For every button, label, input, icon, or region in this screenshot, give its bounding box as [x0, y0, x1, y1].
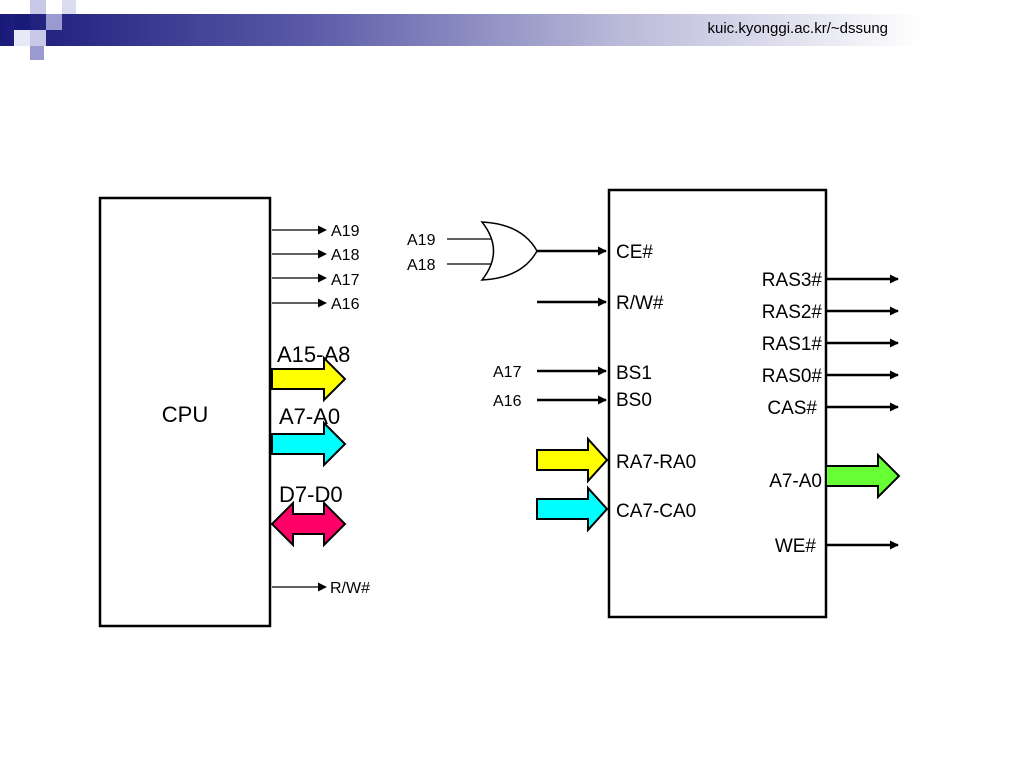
cpu-line-label: A18: [331, 247, 360, 264]
controller-box: [607, 188, 828, 619]
bs-input-label: A17: [493, 364, 522, 381]
logo-square: [30, 46, 44, 60]
bs-input-label: A16: [493, 393, 522, 410]
pin-label-ras1: RAS1#: [762, 334, 823, 355]
pin-label-ras0: RAS0#: [762, 366, 823, 387]
pin-label-ras3: RAS3#: [762, 270, 823, 291]
bus-label-d7-d0: D7-D0: [279, 482, 343, 507]
logo-square: [30, 30, 46, 46]
gate-input-label: A18: [407, 257, 436, 274]
cpu-line-label: A17: [331, 272, 360, 289]
gate-input-label: A19: [407, 232, 436, 249]
logo-square: [14, 14, 30, 30]
pin-label-we: WE#: [775, 536, 817, 557]
a-output-bus-arrow: [825, 452, 901, 500]
logo-square: [62, 0, 76, 14]
pin-label-ca: CA7-CA0: [616, 501, 696, 522]
logo-square: [30, 0, 46, 14]
cpu-label: CPU: [162, 402, 208, 427]
pin-label-rw: R/W#: [616, 293, 664, 314]
bus-arrow-a15-a8: [271, 355, 347, 403]
logo-square: [14, 30, 30, 46]
cpu-box: [98, 196, 272, 628]
pin-label-bs1: BS1: [616, 363, 652, 384]
cpu-line-label: A19: [331, 223, 360, 240]
pin-label-ce: CE#: [616, 242, 653, 263]
cpu-rw-label: R/W#: [330, 580, 370, 597]
bus-arrow-d7-d0: [270, 500, 347, 548]
cpu-line-label: A16: [331, 296, 360, 313]
pin-label-ra: RA7-RA0: [616, 452, 696, 473]
pin-label-cas: CAS#: [767, 398, 817, 419]
ca-bus-arrow: [536, 485, 609, 533]
or-gate: [480, 221, 538, 281]
ra-bus-arrow: [536, 436, 609, 484]
header-bar: [0, 14, 1024, 46]
bus-label-a7-a0: A7-A0: [279, 404, 340, 429]
pin-label-ras2: RAS2#: [762, 302, 823, 323]
header-url: kuic.kyonggi.ac.kr/~dssung: [707, 20, 888, 37]
pin-label-bs0: BS0: [616, 390, 652, 411]
bus-arrow-a7-a0: [271, 420, 347, 468]
bus-label-a15-a8: A15-A8: [277, 342, 350, 367]
pin-label-a7-a0: A7-A0: [769, 471, 822, 492]
logo-square: [46, 14, 62, 30]
